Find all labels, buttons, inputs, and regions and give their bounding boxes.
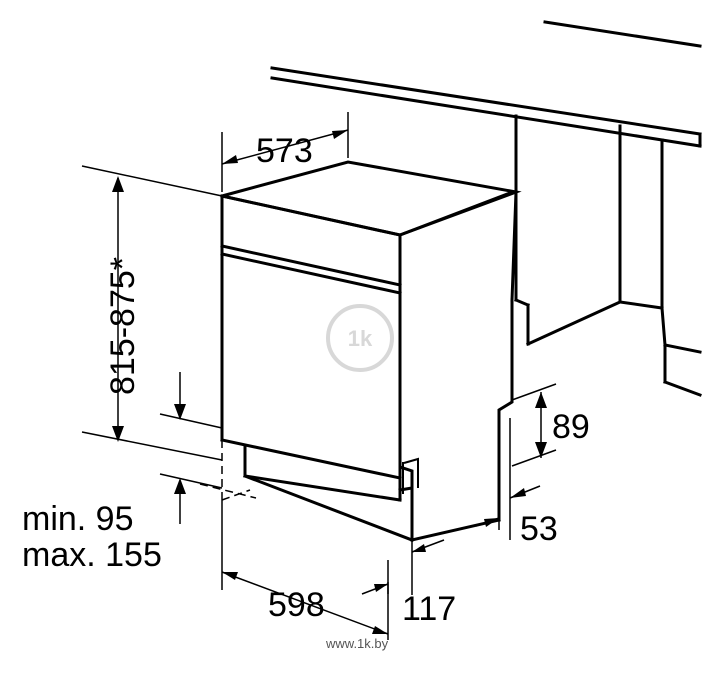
dim-573: 573	[221, 112, 349, 192]
adjacent-cabinet	[514, 114, 702, 397]
dim-89: 89	[511, 383, 590, 467]
countertop	[270, 20, 702, 148]
label-plinth-max: max. 155	[22, 536, 162, 574]
label-53: 53	[520, 510, 558, 548]
logo-watermark: 1k	[326, 304, 394, 372]
label-573: 573	[256, 132, 313, 170]
dim-plinth: min. 95 max. 155	[22, 372, 257, 574]
label-height: 815-875*	[104, 257, 142, 395]
label-117: 117	[402, 590, 456, 628]
watermark-text: www.1k.by	[325, 636, 389, 651]
label-plinth-min: min. 95	[22, 500, 134, 538]
svg-text:1k: 1k	[348, 326, 373, 351]
dim-117: 117	[361, 539, 456, 628]
dim-height: 815-875*	[81, 165, 223, 461]
label-598: 598	[268, 586, 325, 624]
dim-598: 598	[221, 500, 389, 640]
dim-53: 53	[475, 418, 558, 548]
dishwasher-body	[220, 160, 522, 542]
label-89: 89	[552, 408, 590, 446]
